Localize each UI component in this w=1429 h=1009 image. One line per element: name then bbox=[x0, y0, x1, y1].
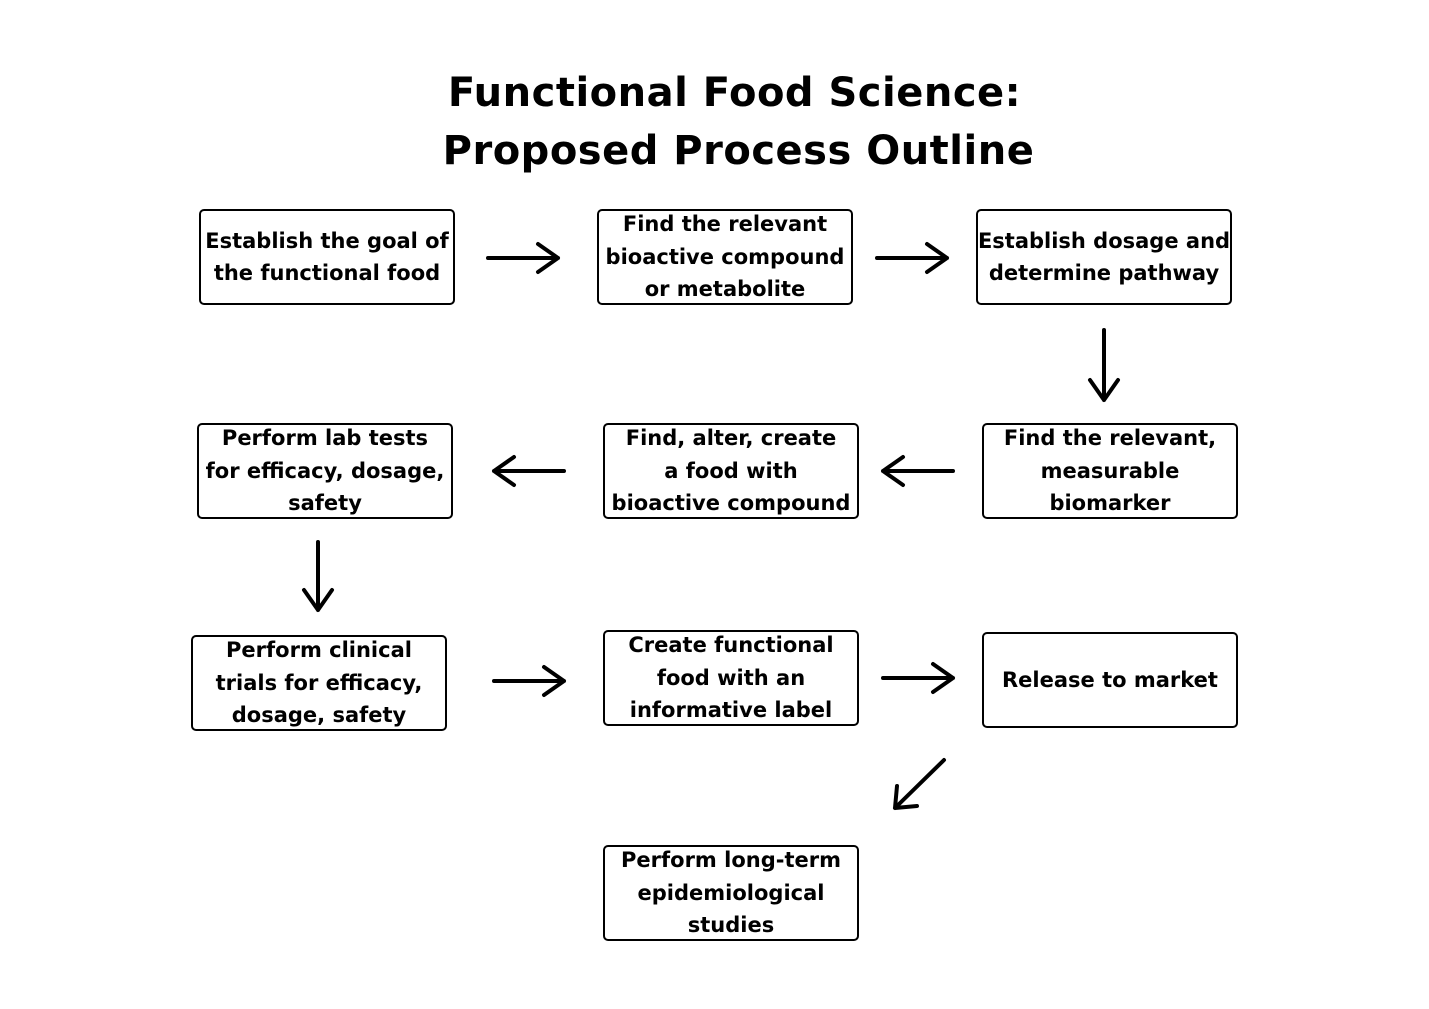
step-label-line: bioactive compound bbox=[605, 244, 845, 269]
step-label-line: epidemiological bbox=[637, 880, 825, 905]
arrow-down-icon bbox=[1088, 328, 1120, 402]
arrow-right-icon bbox=[881, 662, 955, 694]
step-label-line: Find the relevant, bbox=[1003, 426, 1217, 451]
diagram-title-line-1: Functional Food Science: bbox=[447, 70, 1022, 116]
arrow-left-icon bbox=[881, 455, 955, 487]
step-find-biomarker: Find the relevant, measurable biomarker bbox=[982, 423, 1238, 519]
step-label-line: trials for efficacy, bbox=[215, 670, 423, 695]
arrow-down-left-icon bbox=[893, 758, 946, 810]
arrow-down-icon bbox=[302, 540, 334, 612]
step-label-line: Establish dosage and bbox=[977, 228, 1231, 253]
step-label-line: the functional food bbox=[213, 261, 441, 285]
step-label-line: Establish the goal of bbox=[205, 228, 449, 253]
step-label-line: Release to market bbox=[1002, 667, 1218, 692]
arrow-right-icon bbox=[875, 242, 949, 274]
step-label-line: food with an bbox=[656, 665, 806, 690]
step-label-line: Perform long-term bbox=[621, 848, 841, 873]
step-label-line: Find, alter, create bbox=[625, 426, 837, 451]
step-label-line: biomarker bbox=[1049, 491, 1171, 516]
step-label-line: dosage, safety bbox=[231, 703, 407, 728]
step-label-line: for efficacy, dosage, bbox=[205, 458, 445, 483]
step-label-line: determine pathway bbox=[988, 261, 1220, 285]
step-label-line: a food with bbox=[664, 458, 798, 483]
step-label-line: or metabolite bbox=[644, 277, 806, 302]
step-label-line: Perform lab tests bbox=[221, 426, 429, 451]
arrow-right-icon bbox=[486, 242, 560, 274]
step-clinical-trials: Perform clinical trials for efficacy, do… bbox=[191, 635, 447, 731]
step-establish-goal: Establish the goal of the functional foo… bbox=[199, 209, 455, 305]
step-epidemiological-studies: Perform long-term epidemiological studie… bbox=[603, 845, 859, 941]
diagram-title-line-2: Proposed Process Outline bbox=[442, 128, 1035, 174]
step-label-line: Perform clinical bbox=[226, 638, 412, 663]
step-create-food: Find, alter, create a food with bioactiv… bbox=[603, 423, 859, 519]
step-label-line: informative label bbox=[629, 698, 833, 723]
step-label-line: bioactive compound bbox=[611, 491, 851, 516]
step-establish-dosage: Establish dosage and determine pathway bbox=[976, 209, 1232, 305]
step-functional-food-label: Create functional food with an informati… bbox=[603, 630, 859, 726]
step-lab-tests: Perform lab tests for efficacy, dosage, … bbox=[197, 423, 453, 519]
step-find-compound: Find the relevant bioactive compound or … bbox=[597, 209, 853, 305]
step-label-line: Find the relevant bbox=[622, 212, 828, 237]
arrow-left-icon bbox=[492, 455, 566, 487]
step-label-line: measurable bbox=[1040, 458, 1180, 483]
step-label-line: Create functional bbox=[628, 633, 834, 658]
arrow-right-icon bbox=[492, 665, 566, 697]
step-release-to-market: Release to market bbox=[982, 632, 1238, 728]
step-label-line: safety bbox=[288, 491, 362, 516]
step-label-line: studies bbox=[687, 913, 775, 938]
